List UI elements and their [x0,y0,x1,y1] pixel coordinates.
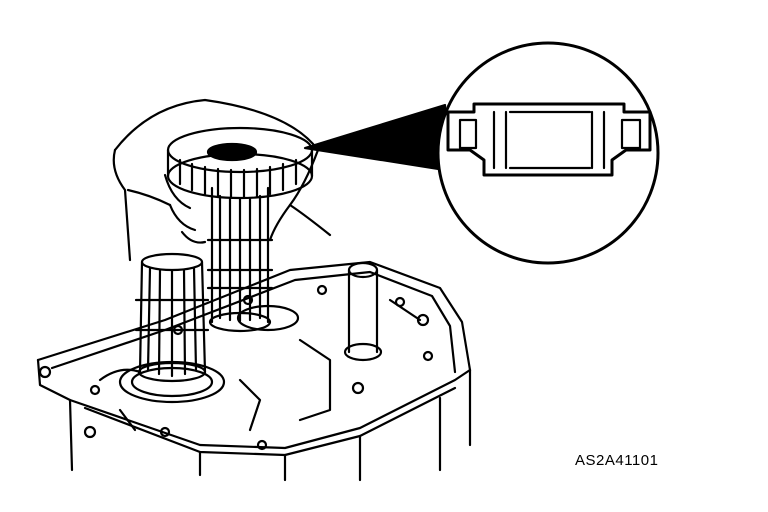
reference-code: AS2A41101 [575,452,659,469]
transmission-case [36,260,472,482]
dowel-pin [343,261,383,362]
counter-shaft [206,186,274,333]
hand [112,98,332,262]
callout-detail [436,41,660,265]
gear [166,126,314,200]
callout-pointer [303,103,447,172]
output-shaft [134,252,210,383]
